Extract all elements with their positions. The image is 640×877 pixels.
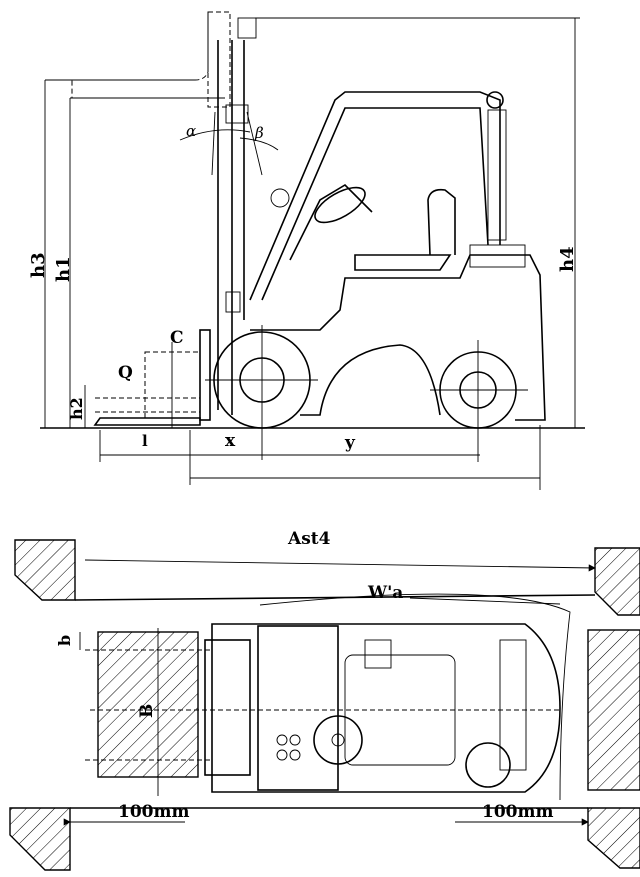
obstacle-bottom-right <box>587 807 640 869</box>
truck-top-outline <box>211 623 561 793</box>
label-h3: h3 <box>28 252 49 278</box>
gauge-1 <box>276 734 288 746</box>
beta-ref-line <box>246 111 263 176</box>
seat-back <box>427 188 456 256</box>
overhead-post-top <box>364 639 392 669</box>
label-alpha: α <box>186 122 196 140</box>
seat-cushion <box>354 254 452 271</box>
rear-post <box>487 109 507 241</box>
label-wa: W'a <box>367 583 403 603</box>
fork-carriage <box>199 329 211 421</box>
mast-lower-block <box>225 291 241 313</box>
steering-wheel <box>314 186 366 224</box>
obstacle-bottom-left <box>9 807 71 871</box>
body-lower-line <box>300 344 441 416</box>
obstacle-top-left <box>14 539 76 601</box>
top-view: Ast4 W'a b B 100mm 100mm <box>9 529 640 871</box>
label-h4: h4 <box>557 246 578 272</box>
label-right-clearance: 100mm <box>482 802 553 822</box>
load-pallet <box>97 631 199 778</box>
steering-wheel-top <box>313 715 363 765</box>
side-view: h3 h1 h4 h2 C Q l x y α β <box>28 11 585 490</box>
label-Q: Q <box>118 363 133 383</box>
label-h1: h1 <box>53 256 74 282</box>
label-left-clearance: 100mm <box>118 802 189 822</box>
rear-wheel-top <box>465 742 511 788</box>
alpha-ref-line <box>211 111 216 176</box>
raised-cylinder-head <box>237 17 257 39</box>
mast <box>217 40 245 415</box>
fork-height-lines <box>95 397 200 413</box>
carriage-top <box>204 639 251 776</box>
overhead-guard-inner <box>261 107 489 301</box>
label-y: y <box>344 433 356 453</box>
wa-dimension <box>409 597 561 605</box>
guard-lamp <box>486 91 504 109</box>
label-B: B <box>137 704 157 718</box>
raised-fork-outline <box>71 12 209 99</box>
beta-arc <box>239 137 279 151</box>
label-h2: h2 <box>67 397 86 420</box>
label-ast4: Ast4 <box>287 529 331 549</box>
fork-blade <box>93 417 201 426</box>
steering-hub-top <box>331 733 345 747</box>
mast-crosshead <box>225 104 249 124</box>
truck-body <box>250 254 546 421</box>
counterweight-top <box>469 244 526 268</box>
gauge-3 <box>276 749 288 761</box>
label-b: b <box>55 635 74 646</box>
aisle-top-edge <box>74 594 596 601</box>
lever-knob <box>270 188 290 208</box>
gauge-2 <box>289 734 301 746</box>
overhead-guard <box>249 91 501 301</box>
label-C: C <box>170 328 184 348</box>
raised-carriage <box>207 11 231 108</box>
ast4-dimension <box>84 559 596 572</box>
obstacle-right-wall <box>587 629 640 791</box>
label-beta: β <box>254 124 264 142</box>
seat-top <box>344 654 456 766</box>
mast-top <box>257 625 339 791</box>
steering-column <box>289 183 373 261</box>
turning-radius-arc <box>259 593 571 801</box>
counterweight-top-view <box>499 639 527 771</box>
gauge-4 <box>289 749 301 761</box>
alpha-arc <box>179 129 251 141</box>
label-l: l <box>142 432 148 450</box>
load-center-box <box>144 351 201 419</box>
obstacle-top-right <box>594 547 640 616</box>
label-x: x <box>225 431 236 451</box>
